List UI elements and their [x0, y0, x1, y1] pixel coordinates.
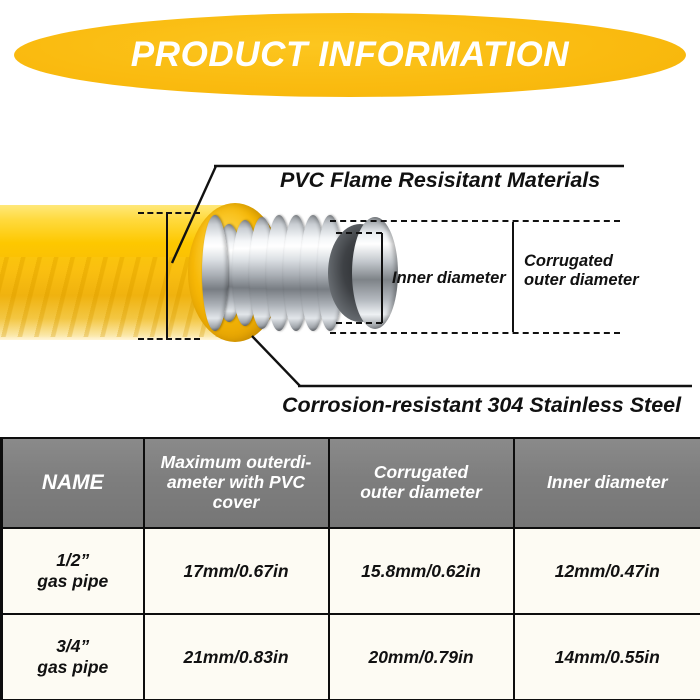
column-header-corrugated-outer-diameter-line1: Corrugated [373, 462, 469, 483]
hose-illustration [0, 203, 408, 342]
cell-name-size: 3/4” [56, 636, 90, 656]
specification-table: NAME Maximum outerdi- ameter with PVC co… [0, 437, 700, 700]
corrugated-od-label-line1: Corrugated [524, 252, 613, 270]
inner-diameter-label: Inner diameter [392, 269, 506, 287]
header-banner: PRODUCT INFORMATION [0, 0, 700, 110]
hose-diagram: PVC Flame Resisitant Materials Corrosion… [0, 110, 700, 435]
cell-name: 1/2” gas pipe [0, 527, 145, 615]
cell-inner-diameter: 12mm/0.47in [512, 527, 700, 615]
cell-max-outer-with-pvc: 21mm/0.83in [142, 613, 330, 700]
column-header-name-line1: NAME [41, 471, 104, 495]
column-header-max-outer-diameter-line2: ameter with PVC [166, 472, 306, 493]
corrugated-od-dashed-bottom [330, 332, 620, 334]
cell-name-type: gas pipe [37, 657, 109, 677]
column-header-corrugated-outer-diameter: Corrugated outer diameter [327, 437, 515, 529]
pvc-leader-line [170, 164, 624, 264]
steel-coil-rib [202, 215, 228, 331]
inner-diameter-bracket [381, 233, 383, 323]
cell-name: 3/4” gas pipe [0, 613, 145, 700]
corrugated-steel-tube [202, 215, 398, 331]
cell-name-type: gas pipe [37, 571, 109, 591]
page-title: PRODUCT INFORMATION [130, 35, 570, 74]
corrugated-od-bracket [512, 222, 514, 332]
column-header-max-outer-diameter: Maximum outerdi- ameter with PVC cover [142, 437, 330, 529]
inner-diameter-dashed-bottom [336, 322, 382, 324]
cell-max-outer-with-pvc: 17mm/0.67in [142, 527, 330, 615]
table-header-row: NAME Maximum outerdi- ameter with PVC co… [0, 437, 700, 529]
corrugated-od-dashed-top [330, 220, 620, 222]
pvc-od-dashed-bottom [138, 338, 200, 340]
column-header-inner-diameter: Inner diameter [512, 437, 700, 529]
column-header-corrugated-outer-diameter-line2: outer diameter [360, 482, 482, 502]
banner-ellipse-shape [14, 13, 686, 97]
steel-material-label: Corrosion-resistant 304 Stainless Steel [282, 393, 682, 417]
pvc-material-label: PVC Flame Resisitant Materials [280, 168, 601, 192]
table-row: 3/4” gas pipe 21mm/0.83in 20mm/0.79in 14… [0, 613, 700, 700]
corrugated-od-label-line2: outer diameter [524, 271, 639, 290]
table-row: 1/2” gas pipe 17mm/0.67in 15.8mm/0.62in … [0, 527, 700, 615]
column-header-max-outer-diameter-line1: Maximum outerdi- [160, 452, 312, 473]
pvc-od-dashed-top [138, 212, 200, 214]
pvc-od-bracket [166, 213, 168, 339]
column-header-max-outer-diameter-line3: cover [212, 491, 260, 512]
steel-leader-line [251, 335, 692, 388]
cell-corrugated-outer: 15.8mm/0.62in [327, 527, 515, 615]
column-header-name: NAME [0, 437, 145, 529]
cell-name-size: 1/2” [56, 550, 90, 570]
cell-inner-diameter: 14mm/0.55in [512, 613, 700, 700]
cell-corrugated-outer: 20mm/0.79in [327, 613, 515, 700]
inner-diameter-dashed-top [336, 232, 382, 234]
corrugated-od-label: Corrugated outer diameter [524, 252, 639, 291]
steel-front-ring [352, 217, 398, 329]
column-header-inner-diameter-line1: Inner diameter [546, 472, 668, 493]
